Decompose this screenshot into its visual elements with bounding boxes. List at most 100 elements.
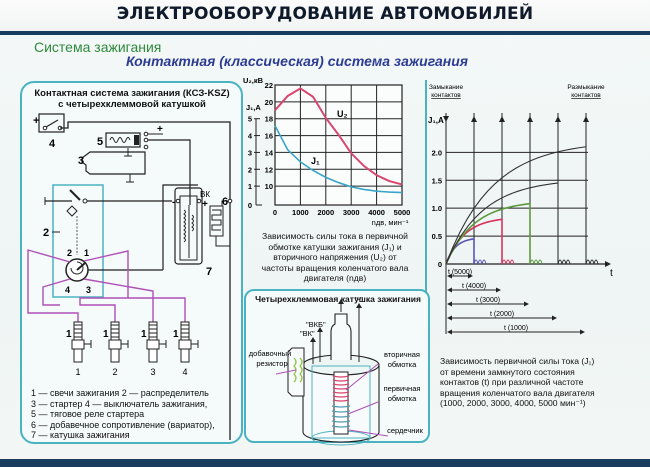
series-line-3000 [445, 202, 531, 265]
dist-terminal-3: 3 [86, 285, 91, 295]
scheme-heading-line1: Контактная система зажигания (КСЗ-KSZ) [34, 88, 230, 99]
plug-number: 1 [75, 367, 80, 377]
ignition-coil: - ВК + 7 [172, 187, 212, 278]
caption-line: Зависимость первичной силы тока (J₁) [440, 356, 595, 366]
caption-line: обмотке катушки зажигания (J₁) и [268, 241, 402, 252]
series-line-U2 [274, 87, 403, 186]
legend-item: 5 — тяговое реле стартера [31, 409, 145, 419]
subtitle: Контактная (классическая) система зажига… [126, 53, 469, 69]
interval-arrowhead [447, 315, 452, 321]
label-2: 2 [43, 227, 49, 239]
interval-label: t (1000) [504, 325, 528, 332]
coil-minus: - [172, 197, 175, 208]
high-voltage-wires [27, 249, 186, 322]
legend-item: 1 — свечи зажигания 2 — распределитель [31, 388, 209, 398]
legend-item: 3 — стартер 4 — выключатель зажигания, [31, 398, 208, 409]
label-secondary-2: обмотка [388, 360, 417, 369]
label-5: 5 [97, 136, 103, 148]
x-axis-label: nдв, мин⁻¹ [372, 218, 409, 227]
svg-text:+: + [202, 199, 208, 210]
ignition-switch: + 4 [33, 113, 65, 150]
series-label-J1: J₁ [311, 156, 320, 166]
y-tick-label-U: 20 [265, 98, 273, 107]
spark-plug: 13 [141, 321, 167, 377]
axis-arrow-up [471, 116, 477, 122]
dist-terminal-4: 4 [65, 285, 70, 295]
plug-terminal-label: 1 [66, 329, 72, 340]
dist-terminal-2: 2 [67, 248, 72, 258]
caption-line: вращения коленчатого вала двигателя [440, 387, 595, 398]
y-tick-label-U: 10 [265, 182, 273, 191]
legend-item: 6 — добавечное сопротивление (вариатор), [31, 419, 215, 430]
caption-line: двигателя (nдв) [303, 273, 367, 283]
series-line-J1 [274, 125, 403, 194]
series-line-2000 [445, 182, 559, 265]
oscillation-5000 [473, 259, 487, 265]
scheme-heading: Контактная система зажигания (КСЗ-KSZ) с… [24, 88, 240, 110]
series-label-U2: U₂ [337, 109, 348, 119]
ballast-resistor: 6 [209, 196, 233, 247]
interval-arrowhead [447, 287, 452, 293]
y-tick-label-J: 0 [248, 201, 252, 210]
interval-label: t (5000) [448, 269, 472, 276]
interval-label: t (4000) [462, 283, 486, 290]
interval-arrowhead [468, 273, 473, 279]
y-axis-label-J: J₁,A [246, 103, 261, 112]
label-resistor-2: резистор [256, 359, 287, 368]
bottom-divider [0, 459, 650, 467]
chart2-caption: Зависимость первичной силы тока (J₁) от … [440, 356, 626, 409]
oscillation-3000 [529, 259, 543, 265]
terminal-vkb: "ВКБ" [306, 320, 326, 329]
label-primary-1: первичная [384, 384, 421, 393]
y-tick-label-J: 3 [248, 148, 252, 157]
y-tick-label-U: 12 [265, 165, 273, 174]
y-tick-label-U: 18 [265, 115, 273, 124]
annotation-label: контактов [431, 92, 461, 99]
y-axis-label: J₁,A [428, 116, 444, 125]
spark-plug: 14 [173, 321, 199, 377]
spark-plug: 11 [66, 321, 92, 377]
y-axis-label-U: U₂,кВ [243, 76, 264, 85]
interval-arrowhead [580, 329, 585, 335]
plug-number: 3 [150, 367, 155, 377]
y-tick-label: 0 [438, 260, 442, 269]
label-secondary-1: вторичная [384, 350, 420, 359]
chart1-caption: Зависимость силы тока в первичной обмотк… [246, 231, 424, 284]
label-4: 4 [49, 138, 56, 150]
wiring-scheme-panel [20, 81, 243, 444]
axis-arrow-up [583, 116, 589, 122]
y-tick-label-J: 2 [248, 165, 252, 174]
interval-arrowhead [496, 287, 501, 293]
label-core: сердечник [387, 426, 423, 435]
plug-number: 2 [112, 367, 117, 377]
x-tick-label: 3000 [343, 208, 360, 217]
oscillation-2000 [557, 259, 571, 265]
x-tick-label: 1000 [292, 208, 309, 217]
interval-arrowhead [447, 329, 452, 335]
interval-label: t (2000) [490, 311, 514, 318]
y-tick-label-J: 5 [248, 115, 252, 124]
terminal-minus: "-" [355, 295, 363, 304]
terminal-vk: "ВК" [300, 329, 315, 338]
x-tick-label: 5000 [394, 208, 411, 217]
interval-arrowhead [524, 301, 529, 307]
x-tick-label: 4000 [368, 208, 385, 217]
caption-line: Зависимость силы тока в первичной [262, 231, 408, 241]
coil-heading: Четырехклеммовая катушка зажигания [255, 294, 421, 304]
label-primary-2: обмотка [388, 394, 417, 403]
chart-current-vs-dwell-time: 00.51.01.52.0tJ₁,AЗамыканиеконтактовРазм… [428, 84, 613, 335]
series-line-1000 [445, 146, 587, 265]
interval-label: t (3000) [476, 297, 500, 304]
plot-area [274, 84, 403, 206]
distributor: 2 2 1 4 3 [43, 184, 172, 298]
axis-arrow-down [443, 116, 449, 122]
section-title: Система зажигания [34, 39, 162, 55]
axis-arrow-up [527, 116, 533, 122]
dist-terminal-1: 1 [84, 248, 89, 258]
y-tick-label-U: 14 [265, 148, 274, 157]
plug-terminal-label: 1 [103, 329, 109, 340]
scheme-heading-line2: с четырехклеммовой катушкой [58, 99, 206, 110]
